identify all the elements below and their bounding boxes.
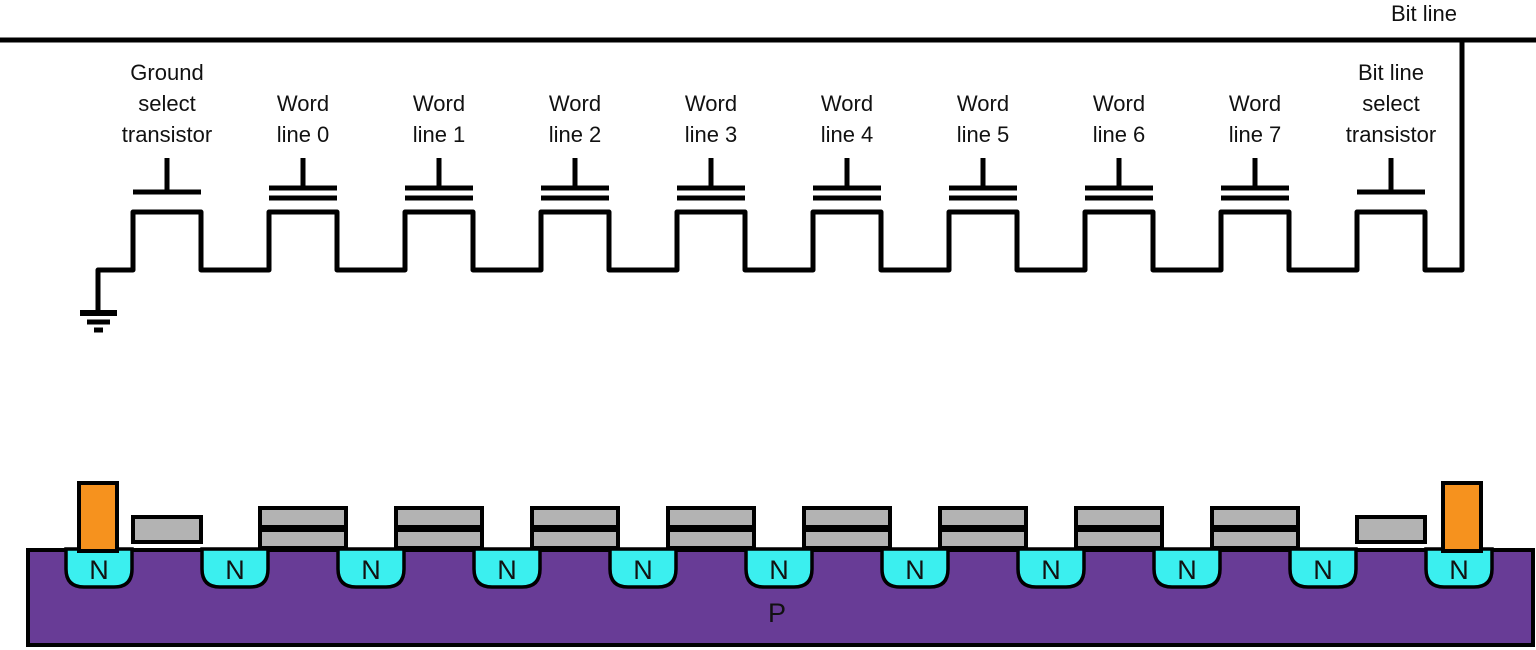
- n-well: [64, 547, 134, 589]
- word-line-1-label: Word line 1: [412, 91, 466, 147]
- bit-line-contact: [1441, 481, 1483, 553]
- n-well: [200, 547, 270, 589]
- control-gate: [666, 506, 756, 529]
- word-line-2-label: Word line 2: [548, 91, 602, 147]
- n-well: [1016, 547, 1086, 589]
- n-region-label: N: [1449, 555, 1469, 585]
- n-region-label: N: [225, 555, 245, 585]
- word-line-0-label: Word line 0: [276, 91, 330, 147]
- n-well: [608, 547, 678, 589]
- control-gate: [530, 506, 620, 529]
- word-line-5-label: Word line 5: [956, 91, 1010, 147]
- p-substrate-label: P: [768, 598, 786, 628]
- ground-select-transistor-label: Ground select transistor: [121, 60, 213, 147]
- floating-gate: [258, 528, 348, 550]
- word-line-3-label: Word line 3: [684, 91, 738, 147]
- floating-gate-stack-2: [530, 506, 620, 550]
- control-gate: [1074, 506, 1164, 529]
- n-region-label: N: [1313, 555, 1333, 585]
- n-region-label: N: [1177, 555, 1197, 585]
- n-region-label: N: [361, 555, 381, 585]
- source-contact: [77, 481, 119, 553]
- word-line-gate-3: [677, 158, 745, 201]
- floating-gate: [1074, 528, 1164, 550]
- n-region-label: N: [497, 555, 517, 585]
- floating-gate-stack-7: [1210, 506, 1300, 550]
- word-line-6-label: Word line 6: [1092, 91, 1146, 147]
- p-substrate: [26, 548, 1535, 647]
- bit-line-select-gate-poly: [1355, 515, 1427, 544]
- floating-gate: [530, 528, 620, 550]
- floating-gate: [666, 528, 756, 550]
- floating-gate-stack-6: [1074, 506, 1164, 550]
- control-gate: [394, 506, 484, 529]
- floating-gate: [802, 528, 892, 550]
- floating-gate-stack-1: [394, 506, 484, 550]
- floating-gate-stack-3: [666, 506, 756, 550]
- ground-select-gate: [133, 158, 201, 195]
- cross-section: N N N N N N N N N N N P: [26, 481, 1535, 647]
- word-line-gate-7: [1221, 158, 1289, 201]
- floating-gate-stack-5: [938, 506, 1028, 550]
- n-well: [880, 547, 950, 589]
- n-region-label: N: [633, 555, 653, 585]
- word-line-gate-5: [949, 158, 1017, 201]
- word-line-gate-1: [405, 158, 473, 201]
- n-well: [1424, 547, 1494, 589]
- bit-line-select-gate: [1357, 158, 1425, 195]
- n-region-label: N: [1041, 555, 1061, 585]
- control-gate: [938, 506, 1028, 529]
- floating-gate: [394, 528, 484, 550]
- n-well: [1288, 547, 1358, 589]
- floating-gate: [1210, 528, 1300, 550]
- floating-gate-stack-0: [258, 506, 348, 550]
- bit-line-select-transistor-label: Bit line select transistor: [1345, 60, 1437, 147]
- word-line-gate-2: [541, 158, 609, 201]
- bit-line-label: Bit line: [1390, 1, 1458, 26]
- ground-select-gate-poly: [131, 515, 203, 544]
- control-gate: [1210, 506, 1300, 529]
- n-well: [336, 547, 406, 589]
- word-line-gate-4: [813, 158, 881, 201]
- n-region-label: N: [89, 555, 109, 585]
- n-region-label: N: [769, 555, 789, 585]
- floating-gate: [938, 528, 1028, 550]
- word-line-7-label: Word line 7: [1228, 91, 1282, 147]
- word-line-gate-0: [269, 158, 337, 201]
- floating-gate-stack-4: [802, 506, 892, 550]
- n-well: [472, 547, 542, 589]
- control-gate: [802, 506, 892, 529]
- n-region-label: N: [905, 555, 925, 585]
- control-gate: [258, 506, 348, 529]
- word-line-gate-6: [1085, 158, 1153, 201]
- n-well: [1152, 547, 1222, 589]
- string-channel-wire: [95, 40, 1465, 313]
- word-line-4-label: Word line 4: [820, 91, 874, 147]
- n-well: [744, 547, 814, 589]
- schematic: [0, 37, 1536, 333]
- ground-symbol: [80, 310, 117, 333]
